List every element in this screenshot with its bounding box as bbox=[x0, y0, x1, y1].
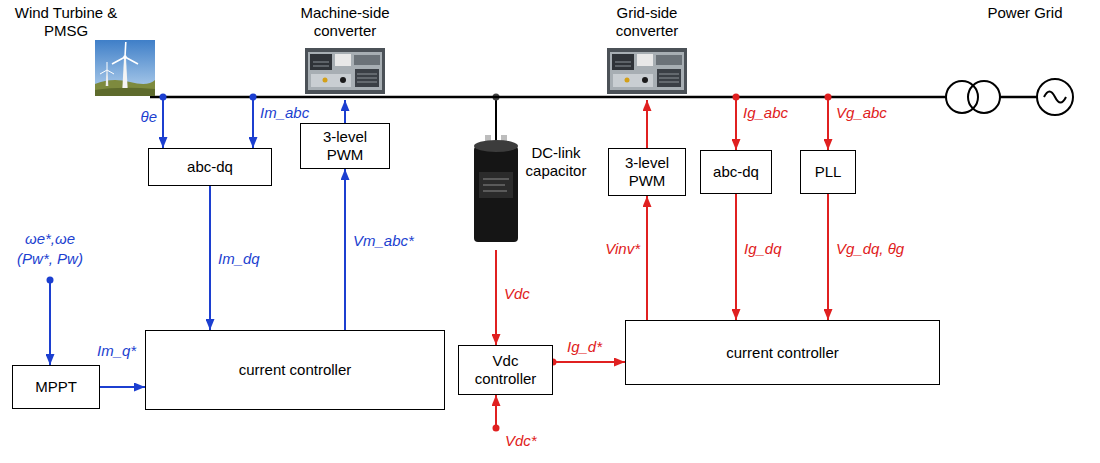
mppt-block: MPPT bbox=[12, 365, 100, 409]
power-grid: Power Grid bbox=[915, 4, 1095, 120]
converter-photo bbox=[305, 48, 385, 94]
transformer-symbol bbox=[968, 81, 1000, 113]
node-label: current controller bbox=[726, 344, 839, 362]
node-label: Vdc controller bbox=[468, 352, 543, 388]
power-bus bbox=[285, 96, 405, 99]
signal-label: Im_dq bbox=[217, 250, 261, 268]
transformer-symbol bbox=[915, 96, 946, 99]
capacitor-photo bbox=[474, 94, 518, 243]
vdc-reference-line bbox=[493, 425, 500, 432]
node-label: DC-link capacitor bbox=[522, 144, 590, 180]
wind-turbine-photo bbox=[122, 58, 127, 88]
signal-arrow bbox=[209, 186, 211, 330]
wind-turbine-photo bbox=[112, 42, 138, 64]
junction-dot bbox=[733, 94, 740, 101]
vdc-controller: Vdc controller bbox=[458, 345, 553, 395]
abc-dq-block: abc-dq bbox=[148, 148, 272, 186]
signal-arrow bbox=[827, 194, 829, 320]
speed-input-line bbox=[49, 280, 51, 365]
wind-turbine-photo bbox=[95, 40, 155, 96]
signal-arrow bbox=[160, 97, 163, 148]
current-controller: current controller bbox=[625, 320, 940, 385]
wind-turbine-photo bbox=[123, 55, 127, 59]
signal-label: Ig_abc bbox=[742, 104, 789, 122]
signal-arrow bbox=[160, 97, 253, 148]
node-label: abc-dq bbox=[187, 158, 233, 176]
capacitor-photo bbox=[483, 179, 509, 191]
signal-arrow bbox=[646, 196, 648, 320]
power-line bbox=[160, 96, 285, 99]
node-label: 3-level PWM bbox=[616, 154, 678, 190]
signal-arrow bbox=[495, 250, 497, 345]
signal-label: Vg_dq, θg bbox=[835, 240, 905, 258]
signal-arrow bbox=[735, 194, 737, 320]
signal-label: Vdc* bbox=[504, 432, 538, 450]
power-bus bbox=[587, 96, 707, 99]
signal-label: Ig_d* bbox=[566, 338, 603, 356]
signal-label: Vg_abc bbox=[835, 104, 888, 122]
signal-label: Vdc bbox=[503, 285, 531, 303]
wind-turbine-photo bbox=[100, 62, 114, 74]
pll-block: PLL bbox=[800, 150, 856, 194]
current-controller: current controller bbox=[145, 330, 445, 410]
signal-arrow bbox=[828, 97, 915, 150]
wind-turbine-photo bbox=[106, 70, 109, 86]
machine-side-converter: Machine-side converter bbox=[285, 4, 405, 100]
grid-side-converter: Grid-side converter bbox=[587, 4, 707, 100]
capacitor-photo bbox=[474, 146, 518, 242]
signal-arrow bbox=[100, 386, 145, 388]
signal-arrow bbox=[344, 169, 346, 330]
power-bus bbox=[150, 96, 160, 99]
vdc-reference-line bbox=[493, 395, 500, 432]
node-label: Power Grid bbox=[970, 4, 1080, 22]
wind-turbine: Wind Turbine & PMSG bbox=[2, 4, 160, 100]
ac-source-symbol bbox=[1037, 79, 1073, 115]
node-label: PLL bbox=[815, 163, 842, 181]
vdc-reference-line bbox=[495, 395, 497, 428]
ac-source-symbol bbox=[1037, 79, 1073, 115]
signal-label: ωe*,ωe bbox=[24, 230, 76, 248]
node-label: abc-dq bbox=[713, 163, 759, 181]
signal-label: Im_abc bbox=[259, 104, 310, 122]
capacitor-photo bbox=[479, 172, 513, 198]
pwm-block: 3-level PWM bbox=[608, 148, 686, 196]
junction-dot bbox=[160, 94, 167, 101]
node-label: Machine-side converter bbox=[290, 4, 400, 40]
signal-arrow bbox=[707, 97, 736, 150]
transformer-symbol bbox=[915, 81, 1037, 113]
wind-turbine-photo bbox=[95, 40, 155, 96]
converter-photo bbox=[607, 48, 687, 94]
dc-link-capacitor: DC-link capacitor bbox=[466, 104, 590, 250]
signal-arrow bbox=[553, 361, 625, 363]
signal-label: Vinv* bbox=[604, 240, 641, 258]
transformer-symbol bbox=[1000, 96, 1037, 99]
node-label: Wind Turbine & PMSG bbox=[2, 4, 130, 40]
signal-arrow bbox=[646, 100, 648, 148]
capacitor-photo bbox=[474, 140, 518, 152]
node-label: MPPT bbox=[35, 378, 77, 396]
signal-label: Vm_abc* bbox=[352, 232, 415, 250]
abc-dq-block: abc-dq bbox=[700, 150, 772, 194]
capacitor-photo bbox=[495, 97, 497, 140]
speed-input-line bbox=[47, 277, 54, 366]
node-label: current controller bbox=[239, 361, 352, 379]
signal-arrow bbox=[344, 100, 346, 123]
signal-label: Ig_dq bbox=[743, 240, 783, 258]
pwm-block: 3-level PWM bbox=[300, 123, 390, 169]
power-line bbox=[405, 96, 587, 99]
node-label: 3-level PWM bbox=[314, 128, 376, 164]
junction-dot bbox=[825, 94, 832, 101]
signal-label: (Pw*, Pw) bbox=[16, 250, 84, 268]
junction-dot bbox=[250, 94, 257, 101]
speed-input-line bbox=[47, 277, 54, 284]
power-bus bbox=[150, 97, 707, 98]
node-label: Grid-side converter bbox=[597, 4, 697, 40]
ac-source-symbol bbox=[1044, 92, 1066, 103]
signal-label: Im_q* bbox=[96, 342, 137, 360]
signal-label: θe bbox=[140, 108, 158, 126]
wind-turbine-photo bbox=[95, 88, 155, 96]
